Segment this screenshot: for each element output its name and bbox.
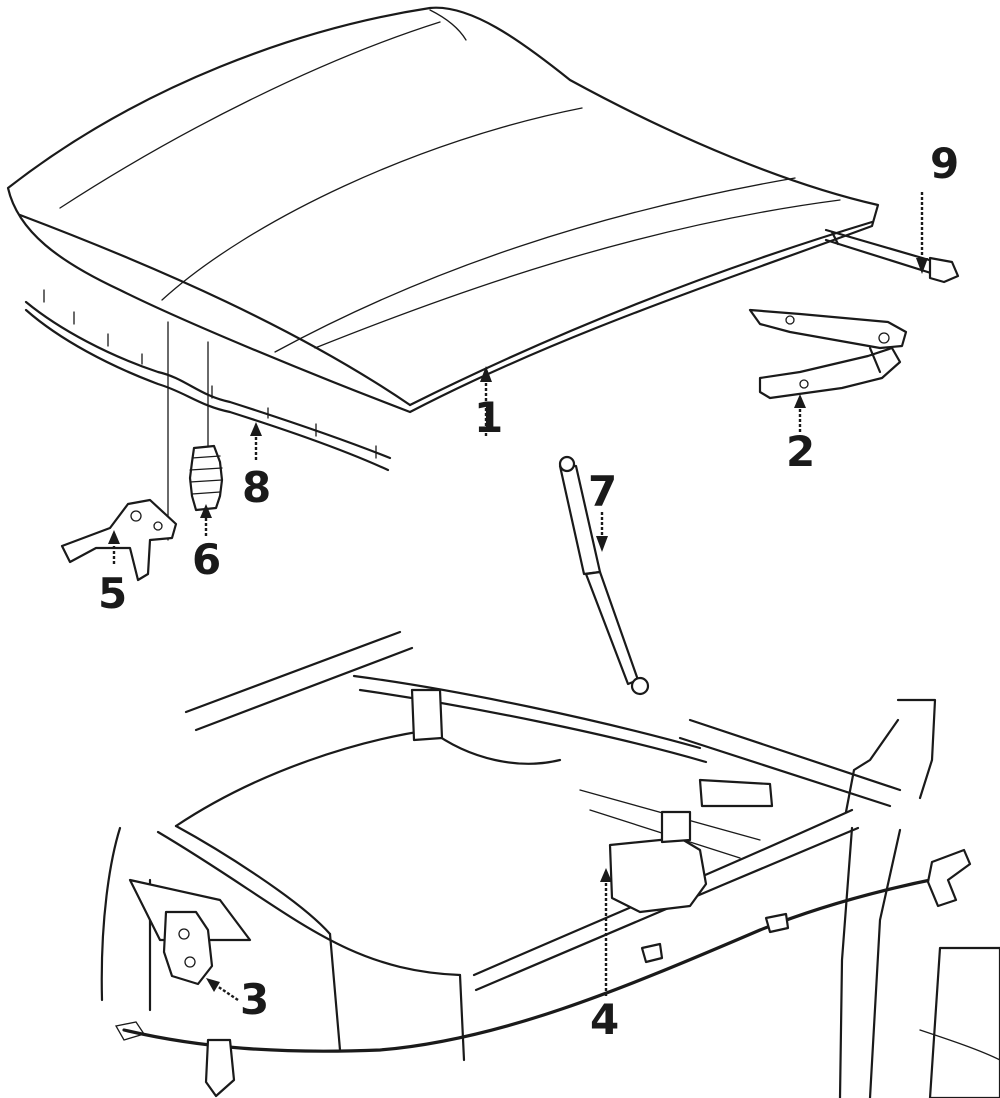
callout-5: 5	[98, 569, 127, 618]
callout-9: 9	[930, 139, 959, 188]
release-cable	[114, 848, 972, 1098]
callout-3: 3	[240, 975, 269, 1024]
hood-panel	[6, 6, 880, 414]
callout-6: 6	[192, 535, 221, 584]
callout-8: 8	[242, 463, 271, 512]
hood-seal	[824, 228, 960, 284]
callout-leaders	[108, 192, 928, 1001]
hood-hinge	[748, 308, 908, 400]
engine-compartment	[100, 630, 1000, 1098]
latch-assembly	[162, 910, 214, 986]
hood-latch	[60, 498, 178, 582]
gas-strut	[558, 455, 650, 696]
front-molding-strip	[24, 289, 392, 541]
hood-bumper	[188, 444, 224, 512]
callout-7: 7	[588, 467, 617, 516]
callout-numbers: 1 2 3 4 5 6 7 8 9	[98, 139, 959, 1044]
callout-2: 2	[786, 427, 815, 476]
callout-4: 4	[590, 995, 619, 1044]
callout-1: 1	[474, 393, 503, 442]
